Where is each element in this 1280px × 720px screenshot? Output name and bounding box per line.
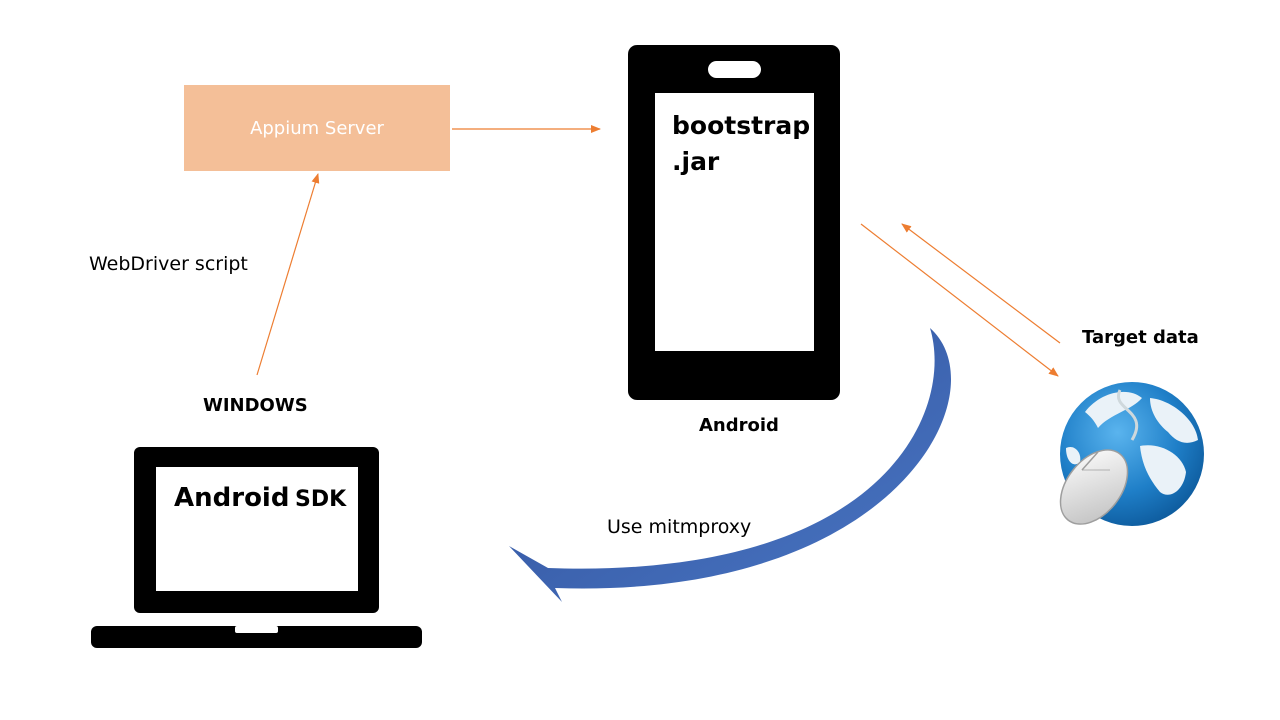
smartphone-icon <box>628 45 840 400</box>
connector-phone-to-target <box>860 223 1059 377</box>
target-data-label: Target data <box>1082 327 1199 348</box>
phone-screen-text: bootstrap .jar <box>672 108 812 180</box>
connector-target-to-phone <box>901 223 1061 344</box>
globe-with-mouse-icon <box>1059 382 1204 526</box>
laptop-icon <box>91 447 422 648</box>
connector-windows-to-appium <box>256 173 320 376</box>
laptop-screen-text: Android SDK <box>174 483 346 513</box>
mitmproxy-label: Use mitmproxy <box>607 516 752 538</box>
appium-server-box: Appium Server <box>184 85 450 171</box>
curved-arrow-mitmproxy <box>509 328 952 602</box>
laptop-screen-main: Android <box>174 483 290 513</box>
phone-screen-line-1: bootstrap <box>672 111 811 140</box>
phone-screen-line-2: .jar <box>672 147 720 176</box>
webdriver-script-label: WebDriver script <box>89 253 248 275</box>
laptop-screen-suffix: SDK <box>295 487 347 512</box>
android-label: Android <box>699 415 779 436</box>
windows-label: WINDOWS <box>203 395 308 416</box>
appium-server-label: Appium Server <box>250 117 384 139</box>
